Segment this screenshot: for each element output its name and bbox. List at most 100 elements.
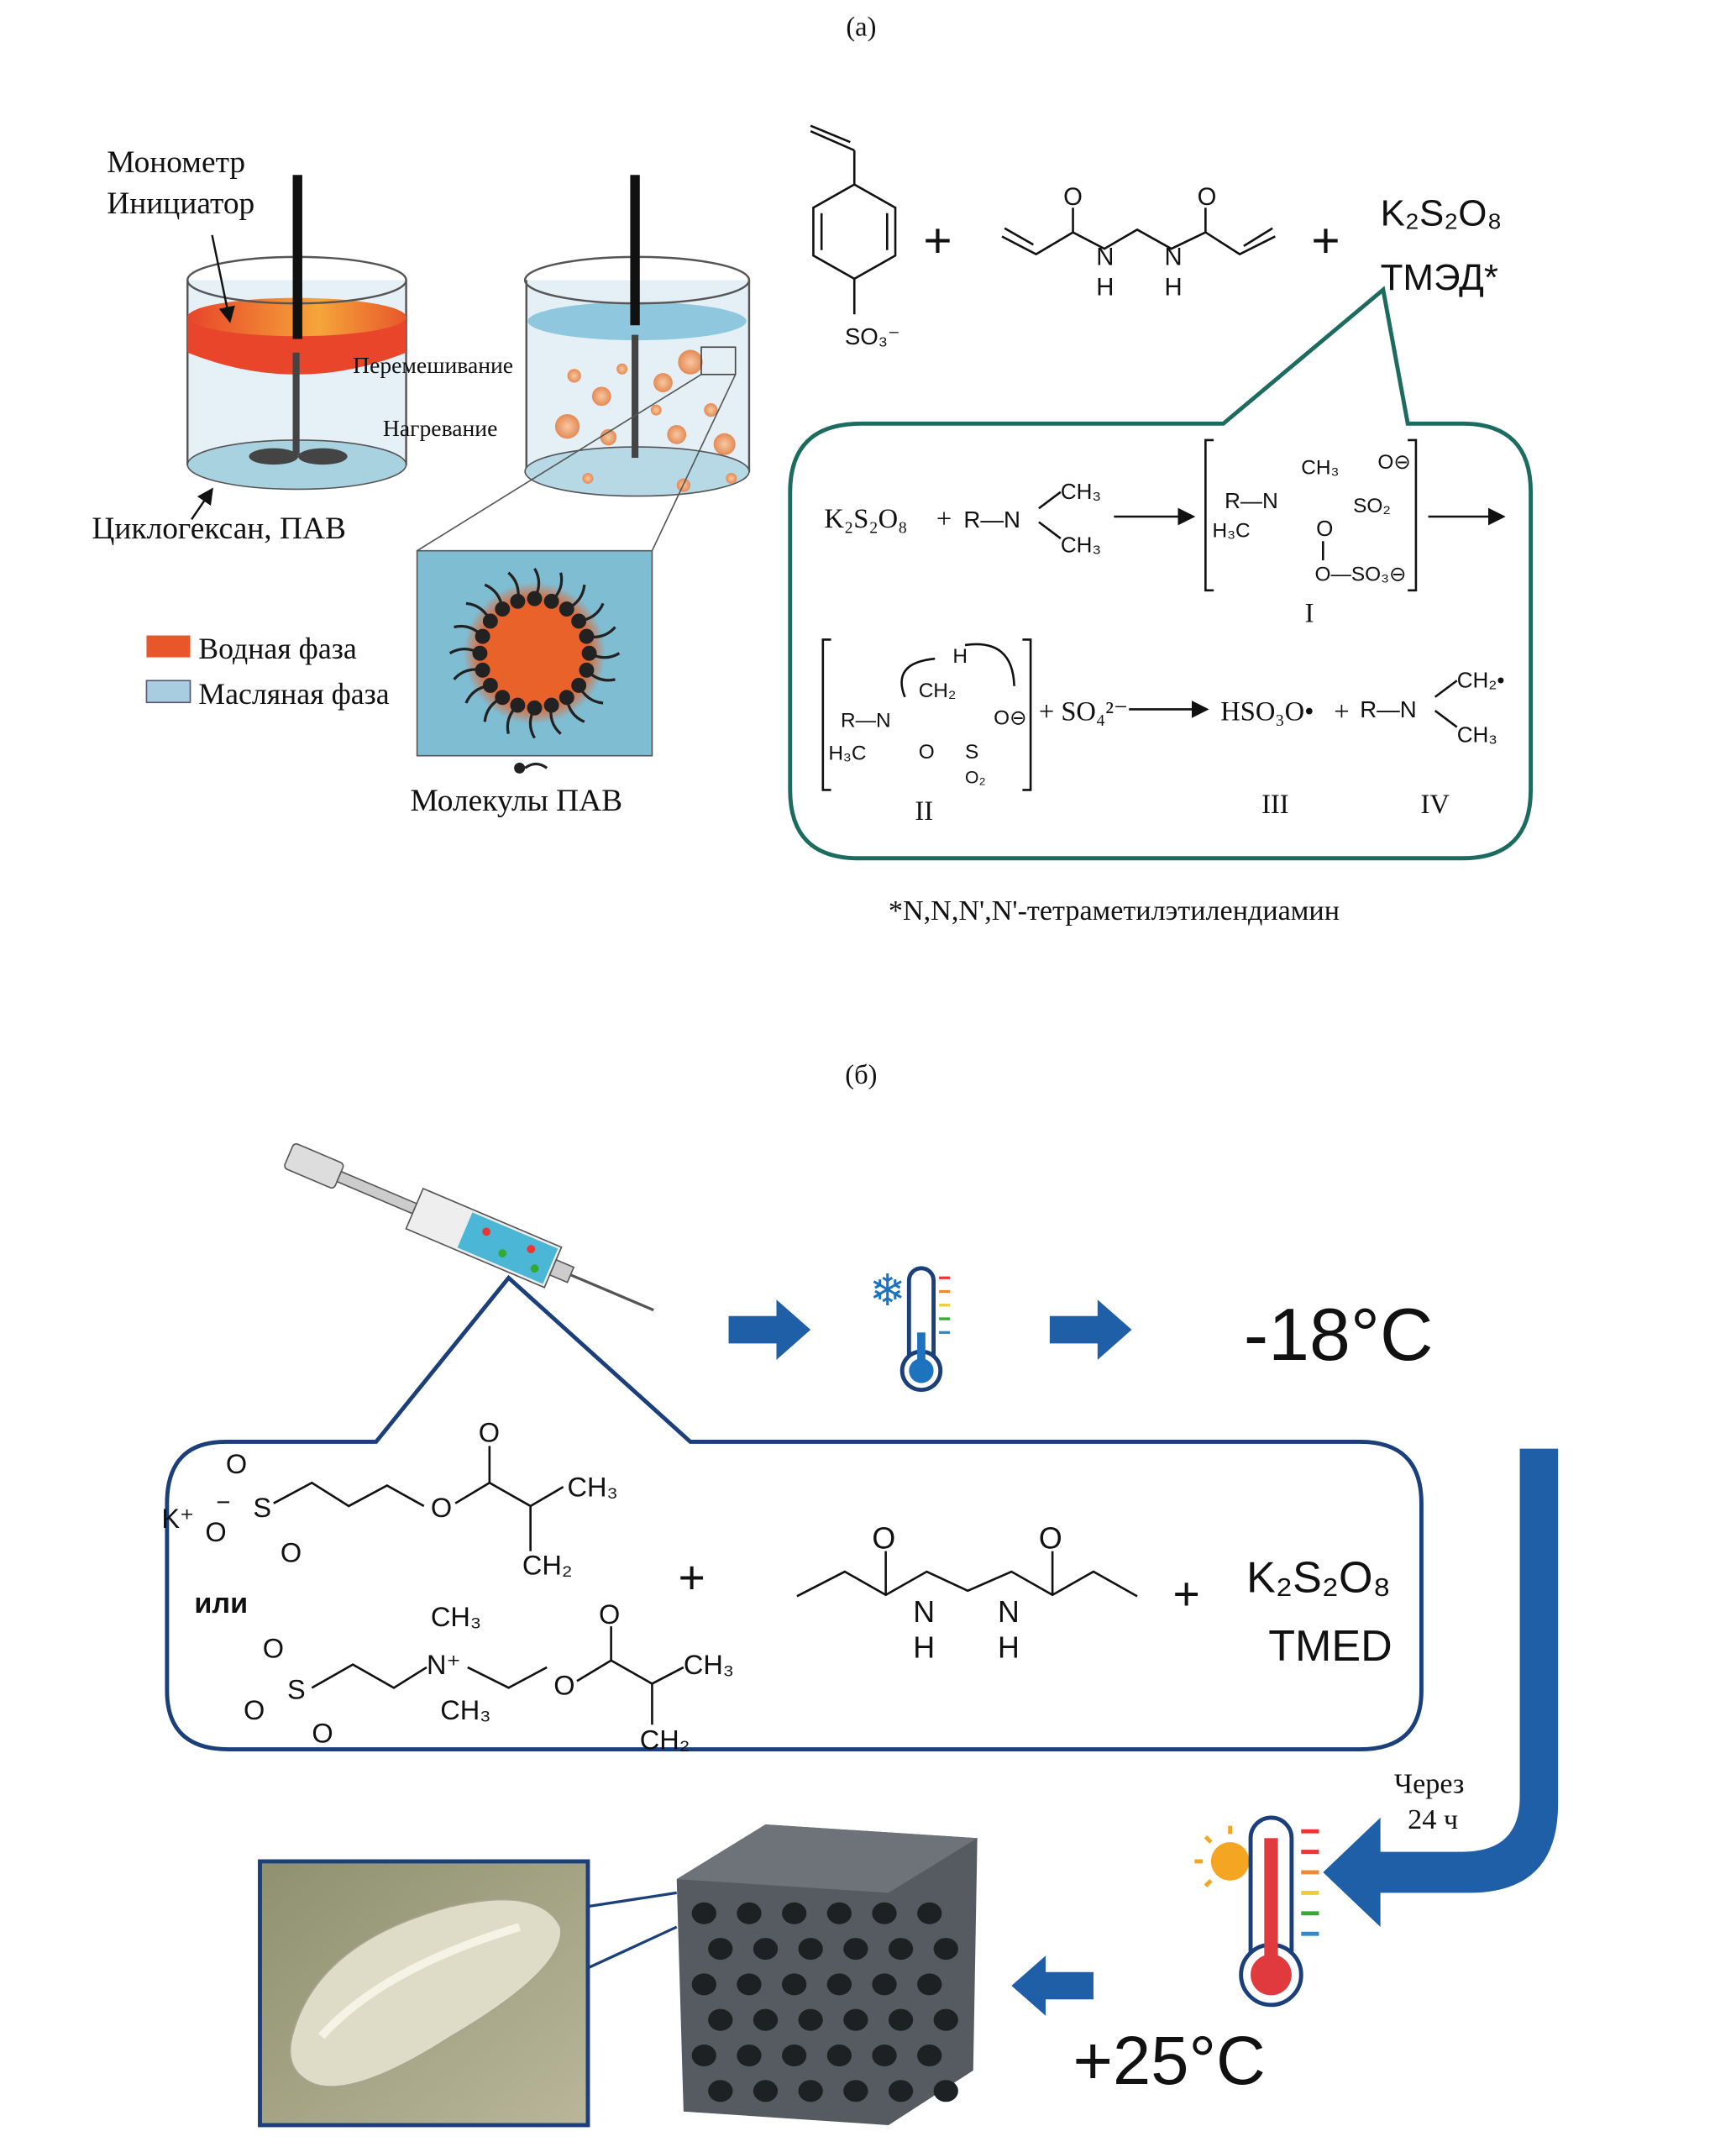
arrow-right-icon xyxy=(1049,1299,1132,1360)
minus-charge: − xyxy=(216,1488,230,1516)
pore xyxy=(888,2008,914,2031)
pore xyxy=(753,1938,779,1961)
group-ch3: CH₃ xyxy=(684,1650,734,1680)
arrow-right-icon xyxy=(728,1299,811,1360)
label-i: I xyxy=(1305,598,1314,628)
tmed-label: ТМЭД* xyxy=(1381,257,1498,298)
monomer-callout xyxy=(165,1274,1424,1751)
mech-persulfate: K₂S₂O₈ xyxy=(824,504,907,534)
connector-line xyxy=(587,1891,677,1908)
pore xyxy=(917,1973,942,1996)
persulfate: K₂S₂O₈ xyxy=(1381,192,1503,234)
pore xyxy=(781,1902,807,1924)
atom-n: N xyxy=(1096,244,1114,271)
legend-label-water: Водная фаза xyxy=(198,632,357,665)
pore xyxy=(933,1938,958,1961)
arrow-left-icon xyxy=(1011,1955,1094,2016)
legend-label-oil: Масляная фаза xyxy=(198,677,390,711)
mech-i-h3c: H₃C xyxy=(1213,519,1251,542)
pore xyxy=(917,2044,942,2067)
label-iii: III xyxy=(1261,790,1288,820)
pore xyxy=(781,2044,807,2067)
group-ch3: CH₃ xyxy=(568,1472,618,1503)
legend-swatch-oil xyxy=(145,680,191,704)
surfactant-tail xyxy=(528,707,536,739)
pore xyxy=(708,1938,733,1961)
surfactant-tail xyxy=(586,626,616,638)
micelle-zoom xyxy=(416,549,653,774)
atom-o: O xyxy=(1063,183,1083,211)
pore xyxy=(708,2008,733,2031)
pore xyxy=(753,2080,779,2102)
pore xyxy=(826,2044,852,2067)
mech-ii-s: S xyxy=(965,741,978,764)
atom-s: S xyxy=(287,1674,306,1704)
surfactant-tail xyxy=(507,571,520,602)
surfactant-tail xyxy=(566,584,586,611)
methylene-bisacrylamide: O O N N H H xyxy=(1001,183,1276,301)
pore xyxy=(691,1902,716,1924)
mech-plus: + xyxy=(1334,696,1349,727)
plus-sign: + xyxy=(1172,1568,1199,1620)
temperature-warm: +25°C xyxy=(1073,2023,1266,2099)
pore xyxy=(843,1938,868,1961)
mech-i-rn: R—N xyxy=(1225,488,1278,513)
mech-amine: R—N xyxy=(963,507,1020,533)
pore xyxy=(737,1902,762,1924)
monomers-structures: K⁺ − O O S O O O CH₃ CH₂ или O S O O N⁺ … xyxy=(161,1417,1392,1755)
tmed-label: TMED xyxy=(1268,1622,1392,1671)
mech-iv-ch3: CH₃ xyxy=(1457,722,1497,747)
styrene-sulfonate: SO₃⁻ xyxy=(810,124,900,349)
pore xyxy=(737,2044,762,2067)
pore xyxy=(826,1973,852,1996)
label-monomer: Монометр xyxy=(107,145,245,180)
mech-ii-o: O xyxy=(919,741,935,764)
sulfonate-group: SO₃⁻ xyxy=(845,323,900,349)
surfactant-tail xyxy=(465,601,492,622)
pore xyxy=(781,1973,807,1996)
beaker-oil-water xyxy=(186,175,407,491)
zoom-line xyxy=(417,374,702,552)
warm-thermometer-icon xyxy=(1194,1815,1319,2008)
group-ch3: CH₃ xyxy=(440,1695,490,1725)
atom-o: O xyxy=(281,1538,302,1568)
surfactant-tail xyxy=(453,668,483,680)
group-ch2: CH₂ xyxy=(640,1725,690,1756)
panel-a-label: (а) xyxy=(846,12,876,42)
mech-iv-rn: R—N xyxy=(1360,696,1417,722)
pore xyxy=(888,2080,914,2102)
pore xyxy=(826,1902,852,1924)
atom-o: O xyxy=(226,1449,247,1479)
label-heating: Нагревание xyxy=(383,415,497,441)
surfactant-tail xyxy=(483,696,504,722)
mech-plus: + xyxy=(936,504,952,534)
pore xyxy=(872,1902,897,1924)
label-24h: 24 ч xyxy=(1408,1804,1458,1835)
mech-ch3: CH₃ xyxy=(1061,479,1101,504)
atom-h: H xyxy=(998,1631,1020,1665)
pore xyxy=(753,2008,779,2031)
plus-sign: + xyxy=(923,213,952,268)
label-stirring: Перемешивание xyxy=(353,352,513,378)
surfactant-tail xyxy=(549,705,562,735)
atom-n-plus: N⁺ xyxy=(427,1650,461,1680)
mech-ii-o2: O₂ xyxy=(965,768,986,787)
mech-ii-rn: R—N xyxy=(841,710,891,732)
porous-cryogel-render xyxy=(676,1824,978,2125)
pore xyxy=(872,1973,897,1996)
mech-i-o: O xyxy=(1316,516,1333,541)
pore xyxy=(843,2080,868,2102)
pore xyxy=(691,1973,716,1996)
surfactant-tail xyxy=(448,648,481,655)
atom-o: O xyxy=(205,1517,226,1547)
surfactant-tail xyxy=(588,652,621,659)
pore xyxy=(843,2008,868,2031)
pore xyxy=(708,2080,733,2102)
plus-sign: + xyxy=(678,1551,705,1604)
surfactant-tail xyxy=(484,583,504,610)
syringe xyxy=(284,1143,654,1312)
arrow-initiator xyxy=(211,234,235,323)
label-iv: IV xyxy=(1421,790,1450,820)
label-surfactant-molecules: Молекулы ПАВ xyxy=(410,784,622,818)
atom-n: N xyxy=(998,1595,1020,1629)
